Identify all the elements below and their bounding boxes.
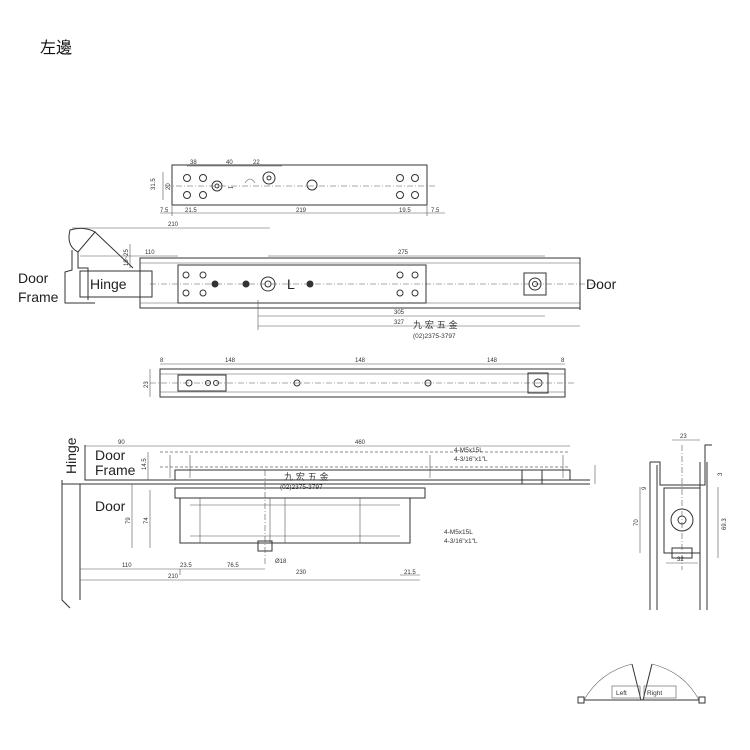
dim-label: 20 xyxy=(166,183,172,190)
dim-label: 76.5 xyxy=(227,563,239,569)
dim-label: 305 xyxy=(394,310,405,316)
top-view-plate: ꟷ xyxy=(160,164,445,216)
watermark-phone: (02)2375-3797 xyxy=(280,484,323,491)
dim-label: 70 xyxy=(634,519,640,526)
screw-spec: 4-M5x15L xyxy=(454,447,483,454)
dim-label: 7.5 xyxy=(160,208,169,214)
right-label: Right xyxy=(647,690,662,697)
dim-label: 110 xyxy=(145,250,155,256)
dim-label: 210 xyxy=(168,574,179,580)
dim-label: 230 xyxy=(296,570,307,576)
screw-spec: 4-3/16"x1"L xyxy=(444,538,478,545)
dim-label: 23 xyxy=(680,434,687,440)
dim-label: 38 xyxy=(190,160,197,166)
door-frame-label: Door xyxy=(18,270,49,286)
dim-label: 74 xyxy=(144,517,150,524)
dim-label: 275 xyxy=(398,250,409,256)
dim-label: 3 xyxy=(718,472,724,476)
door-frame-label: Frame xyxy=(95,462,136,478)
dim-label: 460 xyxy=(355,440,366,446)
screw-spec: 4-3/16"x1"L xyxy=(454,456,488,463)
dim-label: 9 xyxy=(642,486,648,490)
dim-label: 148 xyxy=(487,358,498,364)
install-view xyxy=(64,227,600,330)
dim-label: 148 xyxy=(225,358,236,364)
watermark-phone: (02)2375-3797 xyxy=(413,333,456,340)
left-label: Left xyxy=(616,690,627,697)
watermark-name: 九 宏 五 金 xyxy=(413,319,458,331)
dim-label: 79 xyxy=(126,517,132,524)
dim-label: 31.5 xyxy=(151,178,157,190)
direction-diagram xyxy=(577,663,706,704)
dim-label: 21.5 xyxy=(185,208,197,214)
section-view xyxy=(61,445,596,609)
page-title: 左邊 xyxy=(40,38,73,57)
door-label: Door xyxy=(586,276,617,292)
dim-label: 8 xyxy=(160,358,164,364)
dim-label: 90 xyxy=(118,440,125,446)
dim-label: 69.3 xyxy=(722,518,728,530)
dim-label: 148 xyxy=(355,358,366,364)
svg-text:ꟷ: ꟷ xyxy=(228,185,233,192)
dim-label: 19.5 xyxy=(399,208,411,214)
side-view xyxy=(639,439,719,610)
dim-label: 210 xyxy=(168,222,179,228)
dim-label: 23 xyxy=(144,381,150,388)
dim-label: 219 xyxy=(296,208,307,214)
watermark-name: 九 宏 五 金 xyxy=(284,471,329,483)
dim-label: 21.5 xyxy=(404,570,416,576)
door-frame-label: Frame xyxy=(18,289,59,305)
dim-label: 19~25 xyxy=(124,248,130,266)
dim-label: 32 xyxy=(677,557,684,563)
dim-label: 40 xyxy=(226,160,233,166)
dim-label: Ø18 xyxy=(275,559,287,565)
door-frame-label: Door xyxy=(95,447,126,463)
hinge-label: Hinge xyxy=(63,437,79,474)
dim-label: 8 xyxy=(561,358,565,364)
dim-label: 23.5 xyxy=(180,563,192,569)
hinge-label: Hinge xyxy=(90,276,127,292)
pivot-label: L xyxy=(287,276,295,292)
dim-label: 7.5 xyxy=(431,208,440,214)
dim-label: 327 xyxy=(394,320,405,326)
dim-label: 14.5 xyxy=(142,458,148,470)
arm-view xyxy=(149,363,575,398)
screw-spec: 4-M5x15L xyxy=(444,529,473,536)
door-label: Door xyxy=(95,498,126,514)
dim-label: 110 xyxy=(122,563,132,569)
dim-label: 22 xyxy=(253,160,260,166)
